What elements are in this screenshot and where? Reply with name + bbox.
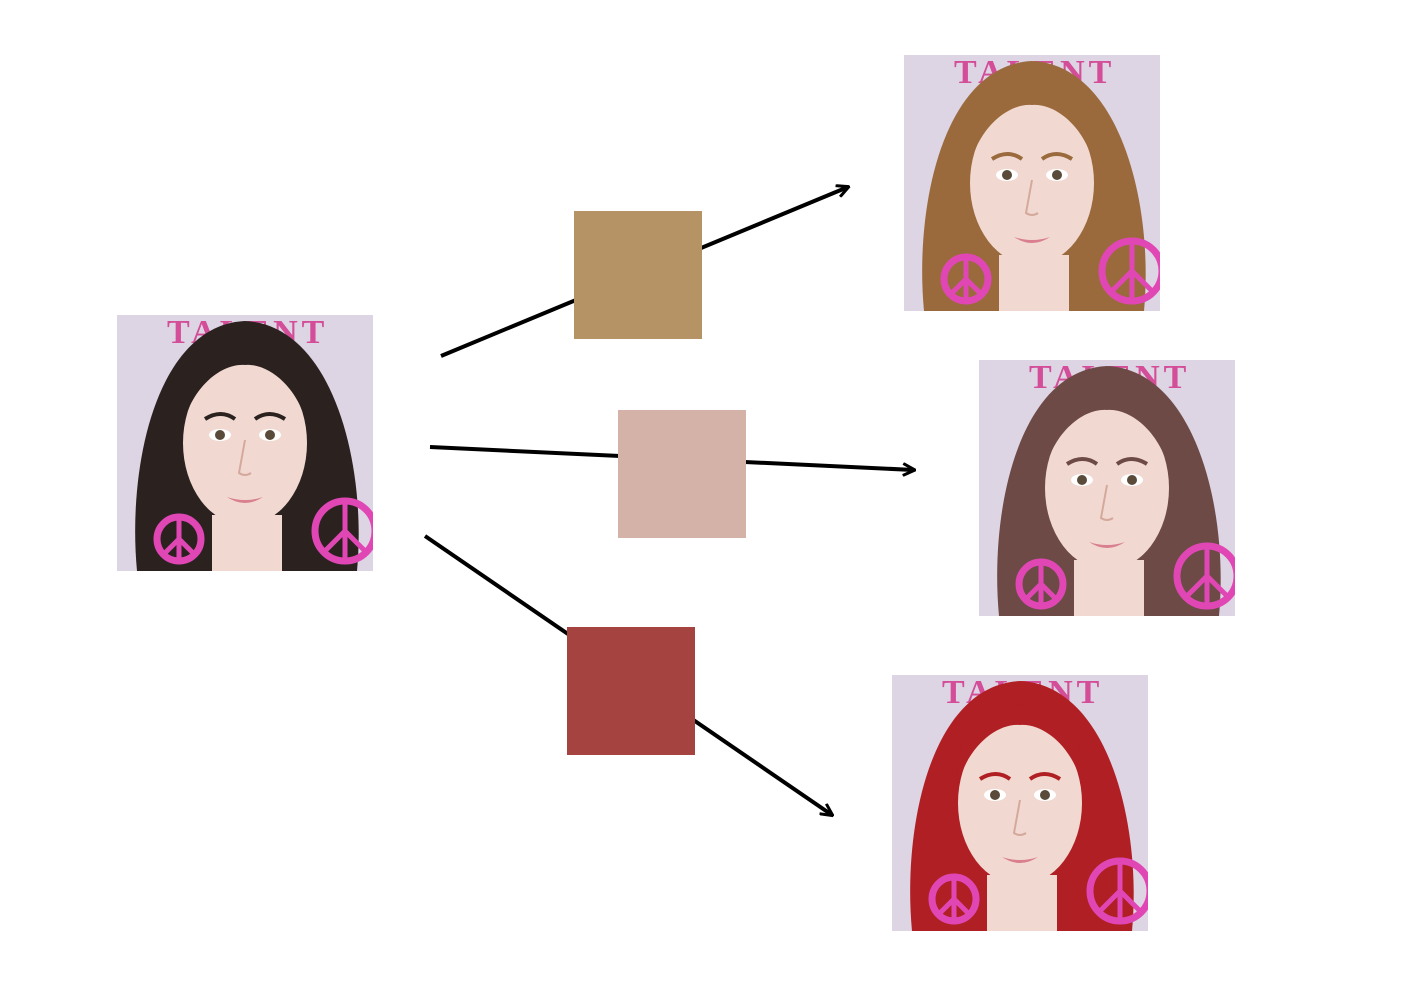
left-iris	[990, 790, 1000, 800]
nose	[1099, 484, 1114, 521]
neck	[987, 875, 1057, 931]
right-brow	[1028, 772, 1062, 781]
left-iris	[1077, 475, 1087, 485]
color-swatch-3	[567, 627, 695, 755]
hair-fringe	[1044, 389, 1170, 470]
right-iris	[265, 430, 275, 440]
hair-fringe	[957, 704, 1083, 785]
peace-symbol-2	[1097, 861, 1143, 921]
color-swatch-1	[574, 211, 702, 339]
nose	[1012, 799, 1027, 836]
peace-symbol-1	[948, 257, 984, 301]
right-brow	[1040, 152, 1074, 161]
peace-symbol-1	[936, 877, 972, 921]
peace-symbol-1	[1023, 562, 1059, 606]
nose	[237, 439, 252, 476]
peace-symbol-2	[1109, 241, 1155, 301]
result-portrait-2: TALENT	[979, 360, 1235, 616]
neck	[212, 515, 282, 571]
neck	[999, 255, 1069, 311]
left-iris	[1002, 170, 1012, 180]
nose	[1024, 179, 1039, 216]
peace-symbol-2	[322, 501, 368, 561]
color-swatch-2	[618, 410, 746, 538]
left-brow	[203, 412, 237, 421]
hair-fringe	[182, 344, 308, 425]
left-brow	[990, 152, 1024, 161]
mouth	[1002, 857, 1038, 863]
left-iris	[215, 430, 225, 440]
mouth	[1014, 237, 1050, 243]
peace-symbol-2	[1184, 546, 1230, 606]
mouth	[1089, 542, 1125, 548]
mouth	[227, 497, 263, 503]
right-iris	[1052, 170, 1062, 180]
result-portrait-1: TALENT	[904, 55, 1160, 311]
source-portrait: TALENT	[117, 315, 373, 571]
left-brow	[978, 772, 1012, 781]
right-iris	[1040, 790, 1050, 800]
right-iris	[1127, 475, 1137, 485]
left-brow	[1065, 457, 1099, 466]
result-portrait-3: TALENT	[892, 675, 1148, 931]
hair-fringe	[969, 84, 1095, 165]
neck	[1074, 560, 1144, 616]
right-brow	[1115, 457, 1149, 466]
right-brow	[253, 412, 287, 421]
peace-symbol-1	[161, 517, 197, 561]
